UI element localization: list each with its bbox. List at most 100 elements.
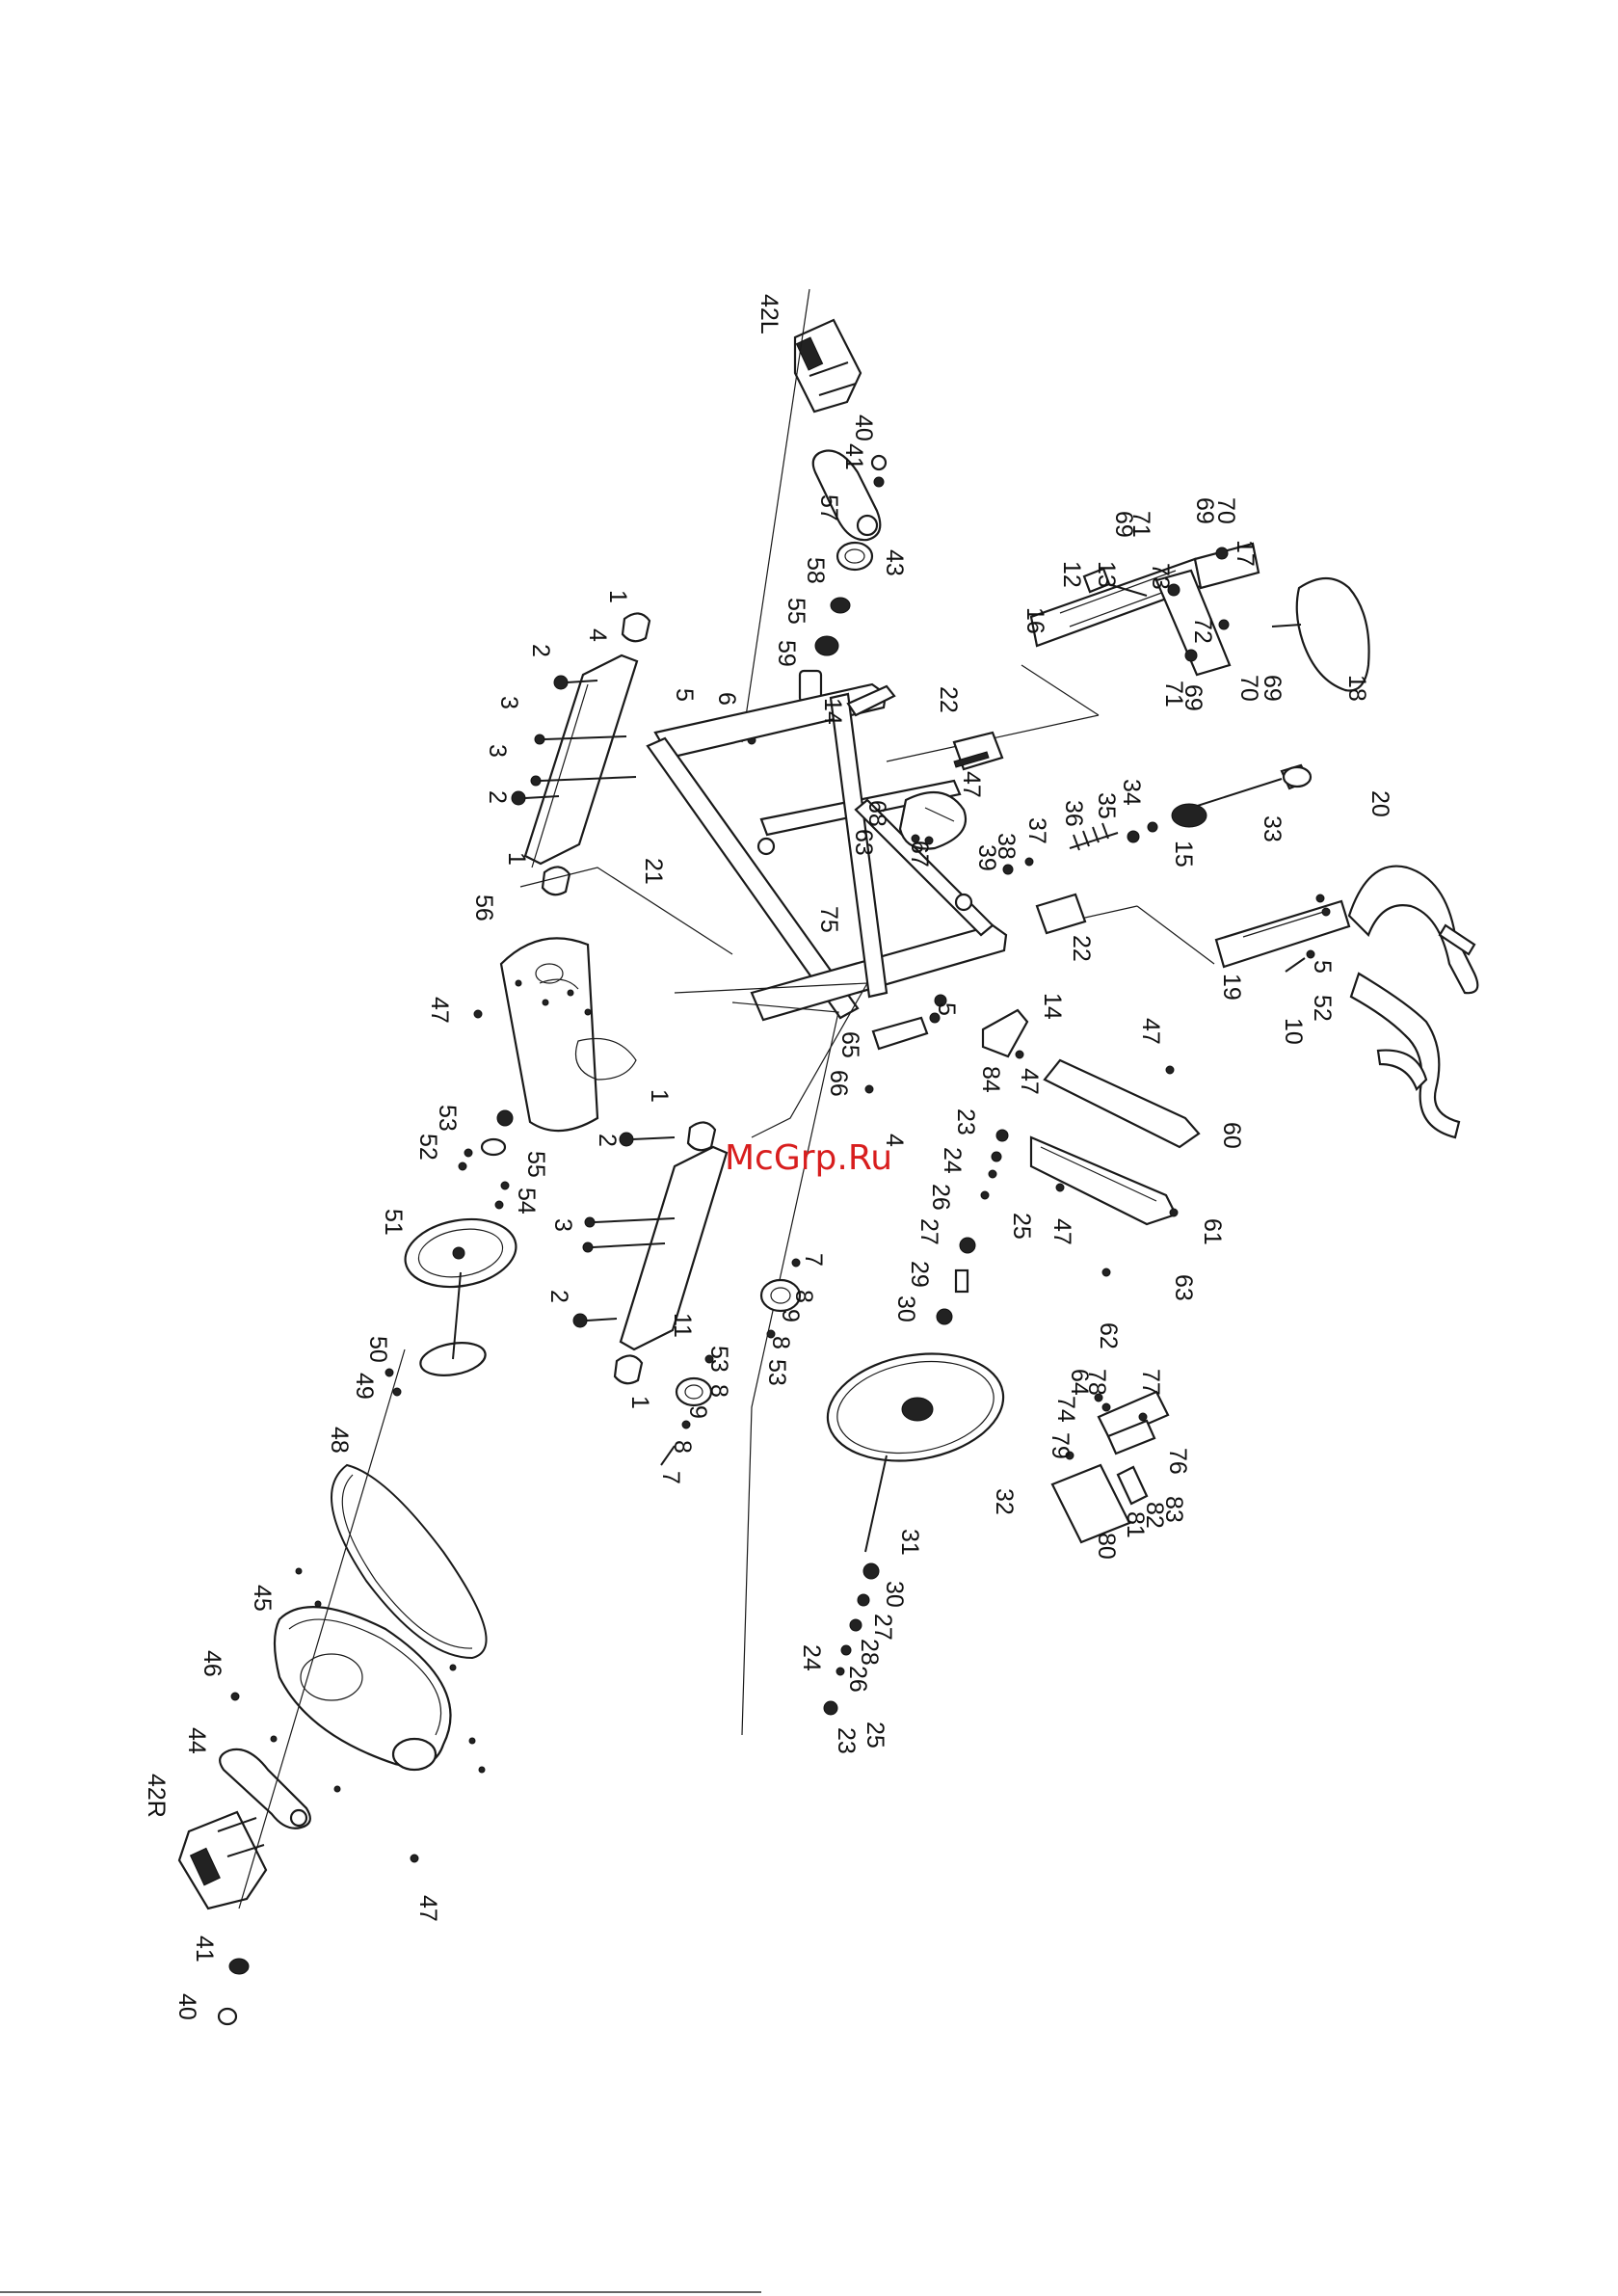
- part-label-15: 15: [1170, 841, 1197, 868]
- part-label-48: 48: [326, 1427, 353, 1454]
- part-label-19: 19: [1218, 974, 1245, 1001]
- part-label-9: 9: [777, 1309, 804, 1322]
- part-label-53: 53: [705, 1346, 732, 1373]
- flywheel: [826, 1352, 1005, 1553]
- flywheel-axle-parts: [823, 1129, 1009, 1716]
- part-label-37: 37: [1023, 817, 1050, 844]
- part-label-33: 33: [1259, 815, 1286, 842]
- part-label-59: 59: [773, 640, 800, 667]
- part-label-24: 24: [939, 1147, 966, 1174]
- brake-assembly: [898, 790, 967, 850]
- part-label-18: 18: [1343, 675, 1370, 702]
- part-label-42L: 42L: [756, 294, 782, 334]
- part-label-83: 83: [1160, 1496, 1187, 1523]
- part-label-3: 3: [549, 1218, 576, 1232]
- part-label-3: 3: [495, 696, 522, 709]
- part-label-47: 47: [414, 1895, 441, 1922]
- part-label-2: 2: [527, 644, 554, 657]
- part-label-70: 70: [1212, 497, 1239, 524]
- part-label-24: 24: [798, 1644, 825, 1671]
- part-label-52: 52: [414, 1134, 441, 1161]
- part-label-26: 26: [927, 1184, 954, 1211]
- part-label-8: 8: [767, 1336, 794, 1349]
- part-label-75: 75: [815, 906, 842, 933]
- part-label-79: 79: [1047, 1432, 1074, 1459]
- part-label-63: 63: [1170, 1274, 1197, 1301]
- part-label-64: 64: [1066, 1369, 1093, 1396]
- part-label-67: 67: [906, 841, 933, 868]
- seat-lever: [1082, 567, 1148, 597]
- part-label-4: 4: [584, 628, 611, 642]
- part-label-11: 11: [669, 1313, 696, 1338]
- part-label-47: 47: [958, 771, 985, 798]
- part-label-43: 43: [881, 549, 908, 576]
- part-label-29: 29: [906, 1261, 933, 1288]
- drive-belt: [331, 1463, 488, 1660]
- part-label-2: 2: [594, 1134, 621, 1147]
- part-label-3: 3: [484, 744, 511, 758]
- part-label-81: 81: [1122, 1511, 1149, 1538]
- part-label-65: 65: [836, 1031, 863, 1058]
- part-label-40: 40: [173, 1993, 200, 2020]
- part-label-5: 5: [933, 1002, 960, 1016]
- part-label-23: 23: [833, 1727, 860, 1754]
- part-label-69: 69: [1259, 675, 1286, 702]
- part-label-22: 22: [935, 686, 962, 713]
- part-label-1: 1: [646, 1089, 673, 1103]
- front-stabilizer: [523, 612, 651, 896]
- part-label-1: 1: [604, 590, 631, 603]
- watermark-text: McGrp.Ru: [725, 1138, 892, 1178]
- part-label-63: 63: [850, 829, 877, 856]
- part-label-71: 71: [1160, 681, 1187, 707]
- part-label-35: 35: [1093, 792, 1120, 819]
- part-label-72: 72: [1189, 617, 1216, 644]
- part-label-9: 9: [684, 1405, 711, 1419]
- part-label-73: 73: [1147, 563, 1174, 590]
- left-crank-arm: [811, 449, 888, 542]
- part-label-10: 10: [1280, 1018, 1307, 1045]
- part-label-32: 32: [991, 1488, 1018, 1515]
- handlebar-bolts: [1285, 894, 1331, 973]
- part-label-53: 53: [763, 1359, 790, 1386]
- drive-pulley: [385, 1109, 517, 1397]
- seat-post-tube: [846, 684, 896, 717]
- left-crank-hardware: [798, 541, 874, 704]
- part-label-4: 4: [881, 1134, 908, 1147]
- magnet-brake-parts: [1050, 1390, 1170, 1544]
- part-label-23: 23: [952, 1108, 979, 1135]
- part-label-14: 14: [1039, 993, 1066, 1020]
- part-label-2: 2: [545, 1290, 572, 1303]
- seat-slider: [1154, 542, 1260, 677]
- part-label-76: 76: [1164, 1448, 1191, 1475]
- part-label-30: 30: [892, 1295, 919, 1322]
- part-label-13: 13: [1093, 561, 1120, 588]
- part-label-17: 17: [1232, 540, 1259, 567]
- part-label-80: 80: [1093, 1533, 1120, 1560]
- part-label-55: 55: [782, 598, 809, 625]
- part-label-2: 2: [484, 790, 511, 804]
- part-label-14: 14: [819, 698, 846, 725]
- part-label-45: 45: [249, 1585, 276, 1612]
- part-label-34: 34: [1118, 779, 1145, 806]
- part-label-46: 46: [199, 1650, 225, 1677]
- chain-guard-rear: [473, 937, 637, 1133]
- part-label-25: 25: [1008, 1213, 1035, 1240]
- part-label-55: 55: [522, 1151, 549, 1178]
- part-label-21: 21: [640, 858, 667, 885]
- transport-wheels: [660, 1258, 802, 1466]
- right-crank-arm: [219, 1748, 311, 1829]
- handlebar: [1347, 865, 1479, 1139]
- part-label-52: 52: [1309, 995, 1336, 1022]
- front-stabilizer-bolts: [511, 675, 756, 806]
- part-label-22: 22: [1068, 935, 1095, 962]
- part-label-74: 74: [1052, 1396, 1079, 1423]
- part-label-39: 39: [973, 844, 1000, 871]
- part-label-16: 16: [1021, 607, 1048, 634]
- part-label-69: 69: [1180, 684, 1207, 711]
- part-label-54: 54: [513, 1188, 540, 1215]
- part-label-61: 61: [1199, 1218, 1226, 1245]
- part-label-69: 69: [1191, 497, 1218, 524]
- part-label-27: 27: [869, 1614, 896, 1641]
